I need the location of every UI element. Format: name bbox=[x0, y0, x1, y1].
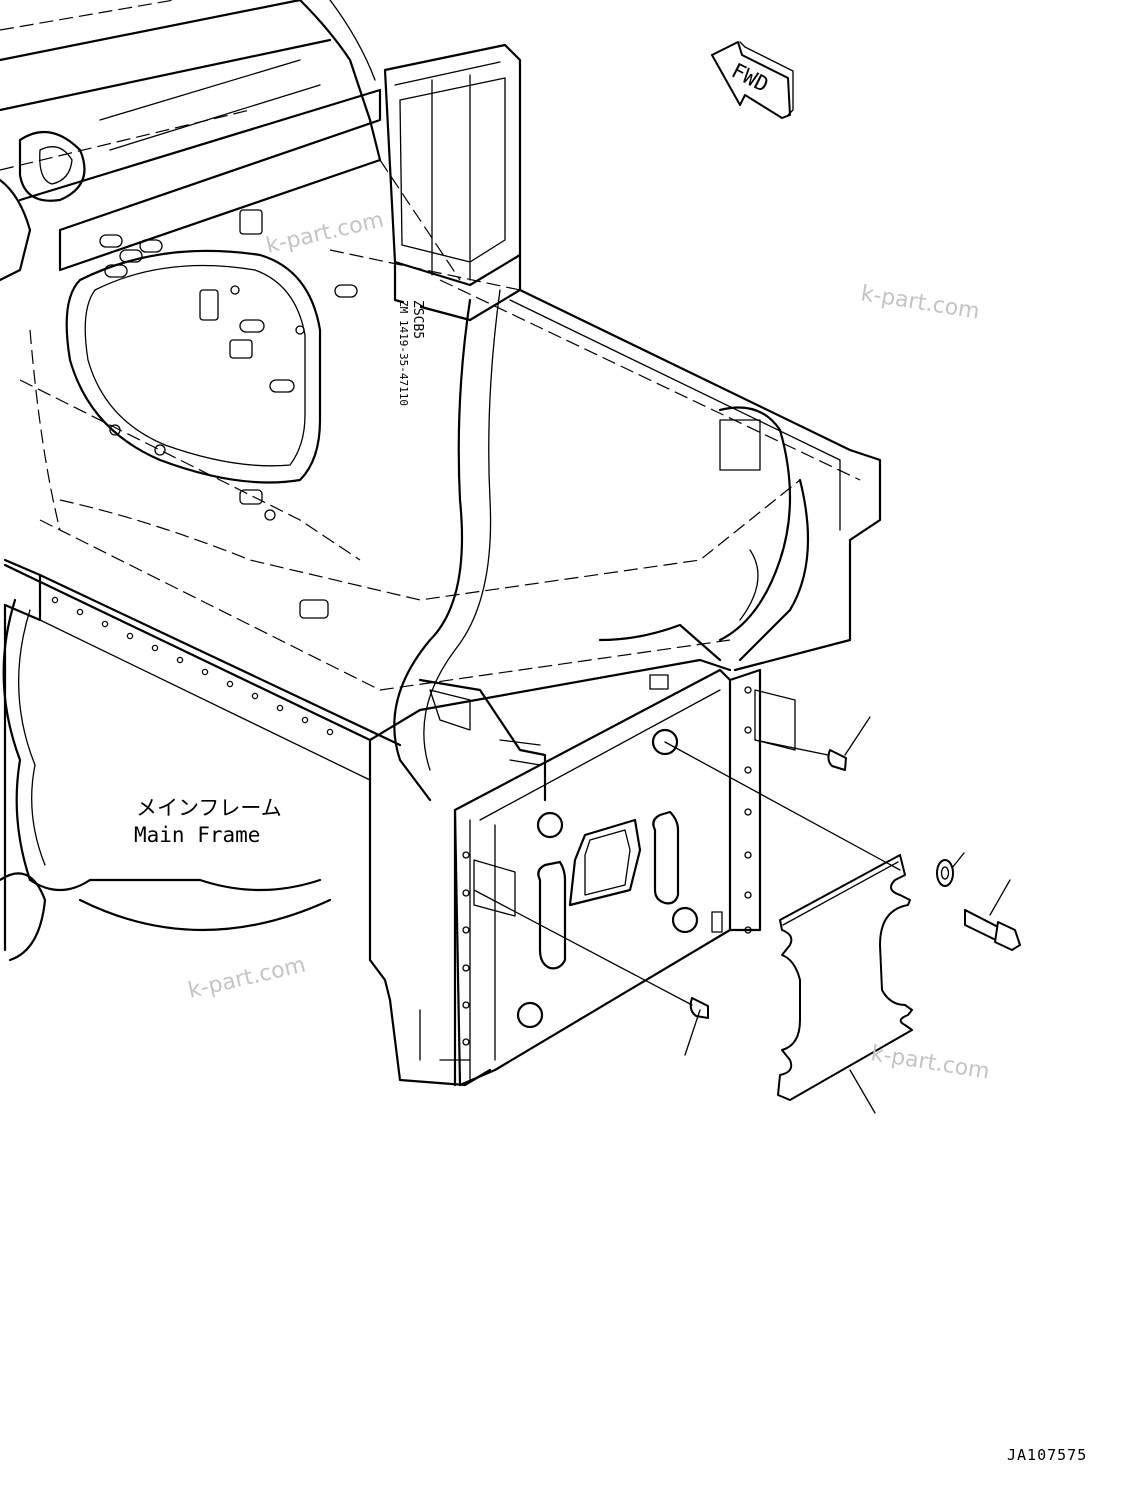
washer-part bbox=[936, 859, 954, 887]
plug-cap-part-upper bbox=[827, 749, 847, 771]
leader-lines bbox=[473, 716, 1011, 1114]
drawing-number: JA107575 bbox=[1007, 1446, 1087, 1464]
frame-stamp: ZSCB5 ZM 1419-35-47110 bbox=[397, 300, 425, 420]
front-mounting-plate bbox=[453, 668, 796, 1087]
watermark: k-part.com bbox=[264, 208, 386, 259]
svg-text:ZM 1419-35-47110: ZM 1419-35-47110 bbox=[397, 300, 410, 406]
watermark: k-part.com bbox=[859, 281, 981, 324]
plug-cap-part-lower bbox=[689, 997, 709, 1019]
main-frame-label-jp: メインフレーム bbox=[136, 796, 282, 820]
watermark: k-part.com bbox=[186, 953, 308, 1004]
watermark: k-part.com bbox=[869, 1041, 991, 1084]
main-frame-drawing bbox=[0, 0, 882, 1087]
svg-text:ZSCB5: ZSCB5 bbox=[410, 300, 425, 339]
main-frame-label-en: Main Frame bbox=[134, 823, 260, 847]
bolt-part bbox=[964, 909, 1021, 951]
forward-direction-arrow: FWD bbox=[711, 41, 794, 119]
cover-plate-part bbox=[777, 854, 913, 1101]
